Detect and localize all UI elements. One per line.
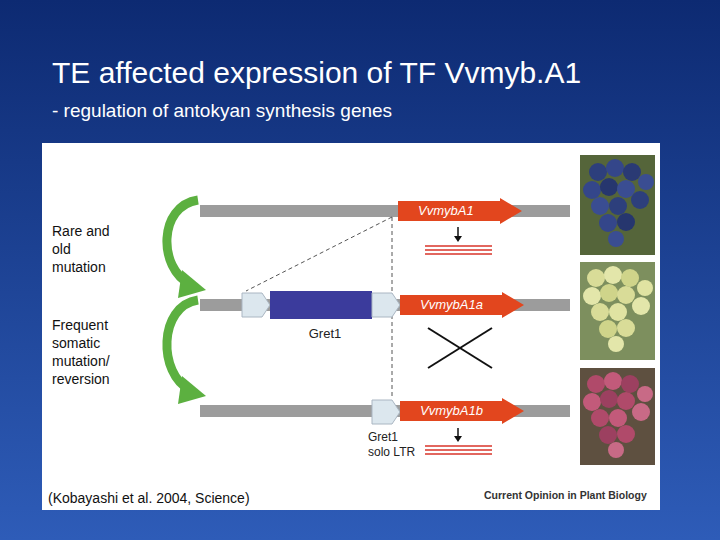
mutation-arrow — [178, 270, 206, 298]
te-name: Gret1 — [242, 320, 400, 341]
ltr-shape — [372, 293, 400, 317]
te-name: Gret1 solo LTR — [368, 426, 422, 460]
gene-name: VvmybA1 — [398, 198, 522, 224]
transcript-line — [425, 449, 492, 451]
figure-panel — [42, 143, 660, 510]
gene-name: VvmybA1a — [400, 292, 524, 318]
transcript-arrow — [454, 236, 462, 242]
slide-title: TE affected expression of TF Vvmyb.A1 — [52, 56, 581, 90]
gene-arrow-body — [400, 292, 524, 318]
grape-photo — [580, 262, 655, 360]
ltr-shape — [372, 400, 400, 424]
grape-photo — [580, 368, 655, 465]
no-expression-cross — [428, 328, 492, 368]
mutation-arrow — [178, 376, 206, 404]
gene-arrow: VvmybA1 — [398, 198, 522, 224]
transcript-line — [425, 245, 492, 247]
retrotransposon-box: Gret1 — [242, 290, 400, 341]
transcript-line — [425, 453, 492, 455]
dashed-line — [246, 217, 392, 291]
retrotransposon-shape — [242, 290, 400, 320]
source-journal: Current Opinion in Plant Biology — [484, 489, 647, 501]
no-expression-cross — [428, 328, 492, 368]
solo-ltr-shape — [372, 398, 402, 426]
mutation-note: Frequent somatic mutation/ reversion — [52, 316, 124, 388]
transcript-arrow — [457, 428, 459, 437]
gene-arrow-body — [398, 198, 522, 224]
transcript-arrow — [454, 436, 462, 442]
gene-arrow: VvmybA1b — [400, 398, 524, 424]
transcript-arrow — [457, 227, 459, 237]
mutation-note: Rare and old mutation — [52, 222, 124, 276]
gret1-body — [270, 291, 372, 319]
gene-arrow: VvmybA1a — [400, 292, 524, 318]
transcript-line — [425, 445, 492, 447]
grape-photo — [580, 155, 655, 255]
gene-arrow-body — [400, 398, 524, 424]
slide-subtitle: - regulation of antokyan synthesis genes — [52, 100, 392, 122]
ltr-shape — [242, 293, 270, 317]
figure-caption: (Kobayashi et al. 2004, Science) — [48, 490, 250, 506]
transcript-line — [425, 253, 492, 255]
gene-name: VvmybA1b — [400, 398, 524, 424]
transcript-line — [425, 249, 492, 251]
